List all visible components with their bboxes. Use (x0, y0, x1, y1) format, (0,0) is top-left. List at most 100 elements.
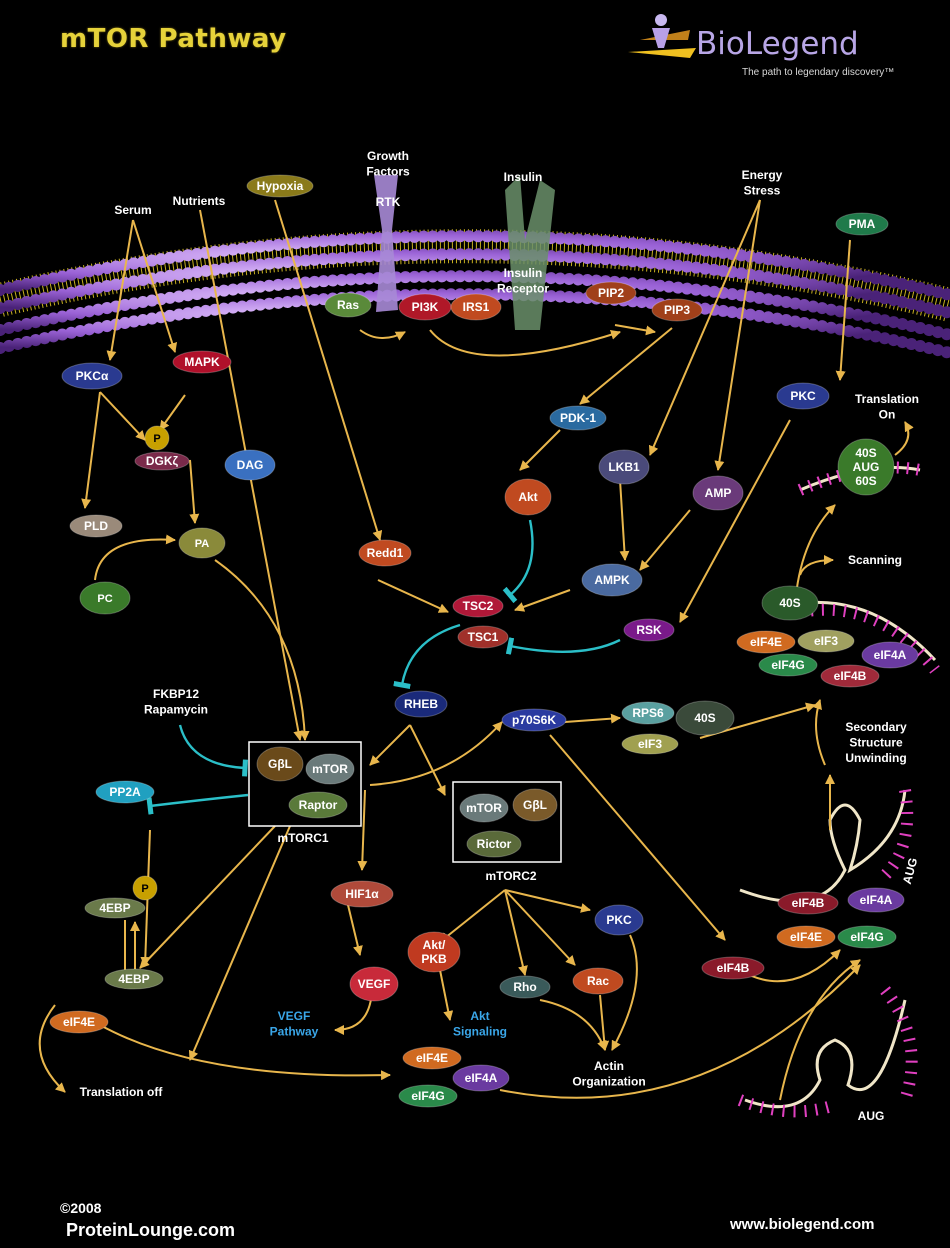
biolegend-figure-icon (628, 14, 696, 58)
node-label: MAPK (184, 355, 220, 369)
node-shape (178, 527, 226, 559)
node-shape (407, 931, 461, 973)
node-label: PKC (606, 913, 632, 927)
node-label: PC (97, 593, 112, 605)
node-rho: Rho (499, 975, 551, 999)
node-eif4e-a: eIF4E (736, 630, 796, 654)
node-shape (777, 891, 839, 915)
node-shape (457, 625, 509, 649)
node-label: eIF4B (717, 961, 750, 975)
node-eif4g-c: eIF4G (837, 925, 897, 949)
node-eif4b-m: eIF4B (701, 956, 765, 980)
node-shape (79, 581, 131, 615)
node-shape (172, 350, 232, 374)
label-aug-right: AUG (900, 856, 920, 885)
label-aug-bottom: AUG (858, 1109, 885, 1123)
node-label: Ras (337, 298, 359, 312)
node-shape (761, 585, 819, 621)
node-pdk1: PDK-1 (549, 405, 607, 431)
node-pma: PMA (835, 212, 889, 236)
node-label: 4EBP (99, 901, 130, 915)
node-shape (758, 653, 818, 677)
node-label: eIF4B (792, 896, 825, 910)
page-title: mTOR Pathway (60, 24, 287, 54)
node-label: RHEB (404, 697, 438, 711)
proteinlounge-link[interactable]: ProteinLounge.com (66, 1220, 236, 1240)
label-insulin: Insulin (504, 170, 543, 184)
node-label: AMPK (594, 573, 630, 587)
node-label: mTOR (312, 762, 348, 776)
node-label: eIF4G (411, 1089, 444, 1103)
node-label: Hypoxia (257, 179, 304, 193)
node-eif4a-c: eIF4A (847, 887, 905, 913)
node-eif4e-c: eIF4E (776, 925, 836, 949)
node-label: LKB1 (608, 460, 640, 474)
node-shape (246, 174, 314, 198)
node-label: PA (195, 538, 210, 550)
node-label: Raptor (299, 798, 338, 812)
node-label: eIF3 (638, 737, 662, 751)
node-shape (49, 1010, 109, 1034)
node-label: HIF1α (345, 887, 379, 901)
node-shape (132, 875, 158, 901)
node-label: eIF4E (750, 635, 782, 649)
node-shape (501, 708, 567, 732)
node-rictor: Rictor (466, 830, 522, 858)
node-shape (224, 449, 276, 481)
node-shape (466, 830, 522, 858)
node-p70s6k: p70S6K (501, 708, 567, 732)
node-label: RPS6 (632, 706, 664, 720)
node-label: eIF4E (416, 1051, 448, 1065)
node-shape (861, 641, 919, 669)
node-dag: DAG (224, 449, 276, 481)
label-rtk: RTK (376, 195, 401, 209)
node-tsc2: TSC2 (452, 594, 504, 618)
node-shape (134, 451, 190, 471)
node-eif4a-a: eIF4A (861, 641, 919, 669)
node-shape (776, 382, 830, 410)
node-label: eIF4B (834, 669, 867, 683)
node-label: Rho (513, 980, 536, 994)
node-rps6: RPS6 (621, 701, 675, 725)
node-shape (504, 478, 552, 516)
node-ras: Ras (324, 292, 372, 318)
node-label: 40S (779, 596, 800, 610)
node-label: PKCα (76, 369, 109, 383)
node-label: 40S (694, 711, 715, 725)
node-shape (394, 690, 448, 718)
node-aktpkb: Akt/PKB (407, 931, 461, 973)
node-label: eIF4A (465, 1071, 498, 1085)
node-label: VEGF (358, 977, 391, 991)
node-eif4g-d: eIF4G (398, 1084, 458, 1108)
node-label: PI3K (412, 300, 439, 314)
node-shape (402, 1046, 462, 1070)
node-label: PKC (790, 389, 816, 403)
node-label: Rac (587, 974, 609, 988)
node-shape (594, 904, 644, 936)
node-dgkz: DGKζ (134, 451, 190, 471)
biolegend-logo: BioLegend (696, 26, 859, 62)
node-shape (349, 966, 399, 1002)
node-irs1: IRS1 (450, 293, 502, 321)
node-label: eIF4A (874, 648, 907, 662)
node-pip3: PIP3 (651, 298, 703, 322)
label-scanning: Scanning (848, 553, 902, 567)
node-rheb: RHEB (394, 690, 448, 718)
node-shape (512, 788, 558, 822)
node-label: DAG (237, 458, 264, 472)
node-label: eIF4E (63, 1015, 95, 1029)
node-shape (61, 362, 123, 390)
biolegend-link[interactable]: www.biolegend.com (730, 1216, 875, 1233)
node-label: PP2A (109, 785, 141, 799)
inhibition-lines (146, 519, 621, 815)
node-shape (837, 438, 895, 496)
node-pi3k: PI3K (398, 293, 452, 321)
node-label: Rictor (477, 837, 512, 851)
node-label: eIF4A (860, 893, 893, 907)
